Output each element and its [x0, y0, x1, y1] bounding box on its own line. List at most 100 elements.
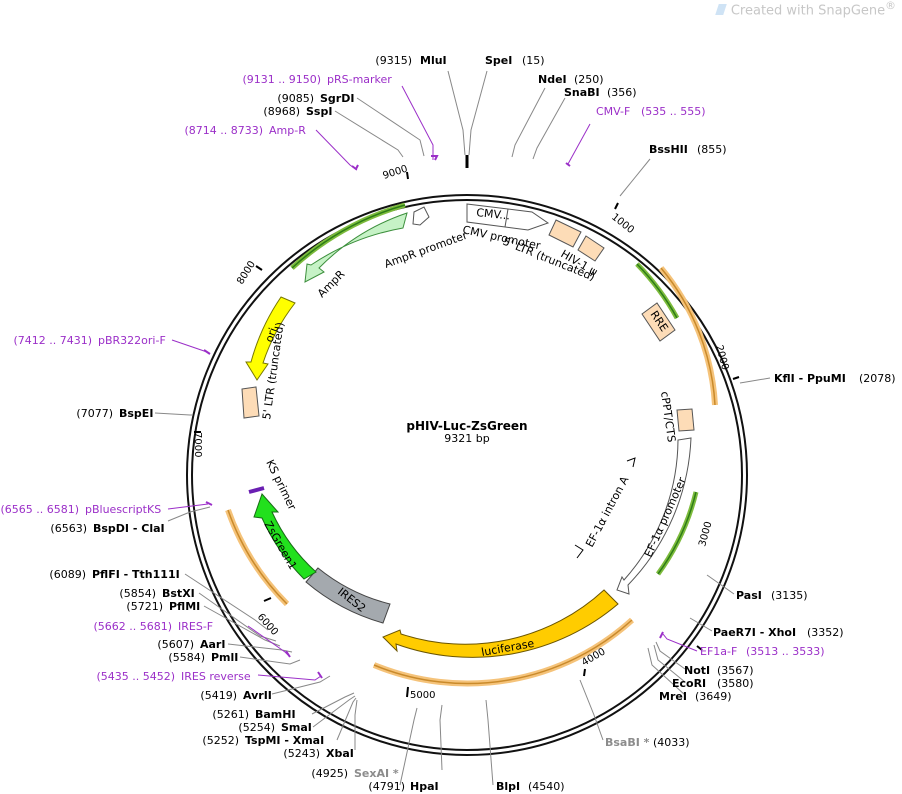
primer-ef1a-f[interactable]: EF1a-F (3513 .. 3533): [700, 645, 825, 658]
site-bstxi[interactable]: (5854) BstXI: [119, 587, 194, 600]
plasmid-name: pHIV-Luc-ZsGreen: [406, 419, 527, 433]
site-aari[interactable]: (5607) AarI: [157, 638, 225, 651]
site-avrii-name: AvrII: [243, 689, 272, 702]
feature-hiv-psi[interactable]: [577, 235, 605, 262]
site-bsabi[interactable]: BsaBI * (4033): [605, 736, 690, 749]
primer-prs-marker[interactable]: (9131 .. 9150) pRS-marker: [242, 73, 392, 86]
primer-ef1a-f-name: EF1a-F: [700, 645, 737, 658]
feature-zsgreen1[interactable]: [253, 493, 317, 580]
site-smai[interactable]: (5254) SmaI: [238, 721, 311, 734]
label-ef1a-intron: EF-1α intron A: [583, 474, 631, 550]
site-mrei-pos: (3649): [695, 690, 732, 703]
site-blpi[interactable]: BlpI (4540): [496, 780, 565, 793]
primer-ires-f[interactable]: (5662 .. 5681) IRES-F: [93, 620, 213, 633]
site-sexai-name: SexAI *: [354, 767, 399, 780]
site-pflmi-name: PflMI: [169, 600, 200, 613]
site-sgrdi[interactable]: (9085) SgrDI: [277, 92, 354, 105]
site-pasi[interactable]: PasI (3135): [736, 589, 808, 602]
site-ndei-name: NdeI: [538, 73, 567, 86]
site-bamhi[interactable]: (5261) BamHI: [212, 708, 295, 721]
feature-ampr[interactable]: [304, 212, 408, 283]
primer-line-rre: [636, 263, 678, 319]
tick-label-1000: 1000: [609, 212, 636, 236]
feature-5ltr[interactable]: [548, 219, 582, 248]
site-ndei[interactable]: NdeI (250): [538, 73, 604, 86]
watermark-prefix: Created with: [730, 3, 819, 19]
site-mlui[interactable]: (9315) MluI: [375, 54, 446, 67]
feature-ks-primer-mark: [248, 486, 265, 494]
site-xbai[interactable]: (5243) XbaI: [283, 747, 353, 760]
primer-hooks: [203, 155, 664, 679]
primer-cmv-f[interactable]: CMV-F (535 .. 555): [596, 105, 706, 118]
feature-5ltr-left[interactable]: [241, 386, 260, 419]
site-noti-pos: (3567): [717, 664, 754, 677]
site-bspei-pos: (7077): [76, 407, 113, 420]
site-bstxi-pos: (5854): [119, 587, 156, 600]
site-ecori[interactable]: EcoRI (3580): [672, 677, 754, 690]
site-bamhi-name: BamHI: [255, 708, 296, 721]
site-ecori-pos: (3580): [717, 677, 754, 690]
feature-cmv-promoter[interactable]: [466, 203, 550, 231]
label-ampr-promoter: AmpR promoter: [383, 229, 470, 271]
site-tspmi-xmai[interactable]: (5252) TspMI - XmaI: [202, 734, 324, 747]
primer-pbr322ori-f[interactable]: (7412 .. 7431) pBR322ori-F: [13, 334, 165, 347]
site-xbai-name: XbaI: [326, 747, 354, 760]
site-sgrdi-name: SgrDI: [320, 92, 354, 105]
primer-pbr322ori-f-range: (7412 .. 7431): [13, 334, 92, 347]
site-spei-pos: (15): [522, 54, 545, 67]
site-hpai[interactable]: (4791) HpaI: [368, 780, 438, 793]
site-bspdi-name: BspDI - ClaI: [93, 522, 165, 535]
primer-pbluescriptks[interactable]: (6565 .. 6581) pBluescriptKS: [0, 503, 161, 516]
feature-rre[interactable]: [641, 302, 676, 342]
site-sspi[interactable]: (8968) SspI: [263, 105, 332, 118]
feature-ampr-promoter[interactable]: [412, 206, 430, 226]
site-bamhi-pos: (5261): [212, 708, 249, 721]
label-cppt: cPPT/CTS: [658, 391, 678, 443]
feature-cmv-divider: [504, 208, 509, 228]
primer-pbr322ori-f-name: pBR322ori-F: [98, 334, 166, 347]
primer-pbluescriptks-name: pBluescriptKS: [85, 503, 161, 516]
site-paer7i-xhoi[interactable]: PaeR7I - XhoI (3352): [713, 626, 844, 639]
site-ndei-pos: (250): [574, 73, 604, 86]
site-sexai[interactable]: (4925) SexAI *: [311, 767, 398, 780]
site-sspi-pos: (8968): [263, 105, 300, 118]
site-spei[interactable]: SpeI (15): [485, 54, 545, 67]
tick-label-7000: 7000: [192, 432, 203, 457]
site-blpi-name: BlpI: [496, 780, 520, 793]
site-noti[interactable]: NotI (3567): [684, 664, 754, 677]
site-pflfi-tth111i[interactable]: (6089) PflFI - Tth111I: [49, 568, 179, 581]
site-bsshii-pos: (855): [697, 143, 727, 156]
feature-luciferase[interactable]: [382, 589, 619, 658]
site-snabi[interactable]: SnaBI (356): [564, 86, 637, 99]
primer-amp-r[interactable]: (8714 .. 8733) Amp-R: [184, 124, 306, 137]
snapgene-watermark: Created with SnapGene®: [715, 0, 896, 19]
site-tspmi-pos: (5252): [202, 734, 239, 747]
site-pflfi-name: PflFI - Tth111I: [92, 568, 180, 581]
site-paer7i-pos: (3352): [807, 626, 844, 639]
feature-ef1a-promoter[interactable]: [616, 437, 692, 595]
primer-ires-f-name: IRES-F: [178, 620, 213, 633]
site-avrii-pos: (5419): [200, 689, 237, 702]
site-mrei[interactable]: MreI (3649): [659, 690, 732, 703]
site-pflmi[interactable]: (5721) PflMI: [126, 600, 200, 613]
site-kfli-name: KflI - PpuMI: [774, 372, 846, 385]
site-mrei-name: MreI: [659, 690, 687, 703]
feature-cppt[interactable]: [676, 408, 695, 432]
feature-ires2[interactable]: [305, 567, 391, 624]
feature-ori[interactable]: [245, 296, 296, 381]
label-cmv-short: CMV...: [476, 206, 511, 222]
primer-amp-r-name: Amp-R: [269, 124, 306, 137]
site-bsshii[interactable]: BssHII (855): [649, 143, 727, 156]
site-avrii[interactable]: (5419) AvrII: [200, 689, 271, 702]
site-kfli-ppumi[interactable]: KflI - PpuMI (2078): [774, 372, 896, 385]
site-pmli[interactable]: (5584) PmlI: [168, 651, 238, 664]
primer-ires-reverse[interactable]: (5435 .. 5452) IRES reverse: [96, 670, 250, 683]
watermark-registered: ®: [885, 0, 896, 12]
site-bspei[interactable]: (7077) BspEI: [76, 407, 153, 420]
site-bspdi-clai[interactable]: (6563) BspDI - ClaI: [50, 522, 164, 535]
site-sexai-pos: (4925): [311, 767, 348, 780]
site-bstxi-name: BstXI: [162, 587, 195, 600]
primer-line-ef1a: [657, 491, 697, 575]
backbone-outer: [186, 194, 748, 756]
